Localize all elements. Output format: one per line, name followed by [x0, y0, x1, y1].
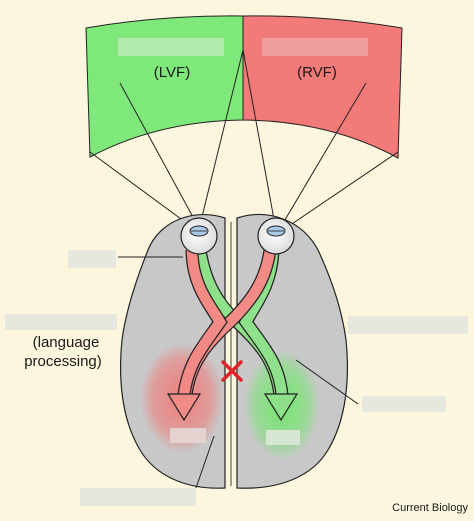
red-arrowhead — [166, 393, 202, 422]
sight-line — [89, 151, 197, 231]
right-field-label-mask — [262, 38, 368, 56]
language-processing-label-line2: processing) — [24, 353, 102, 370]
journal-credit: Current Biology — [392, 502, 468, 514]
pointer-line — [195, 435, 215, 489]
right-visual-field — [242, 15, 403, 159]
masked-label — [80, 488, 196, 506]
sight-line — [119, 82, 201, 231]
corpus-callosum-lesion-icon — [221, 360, 243, 382]
sight-line — [282, 151, 399, 231]
masked-label — [362, 396, 446, 412]
optic-pathways — [166, 248, 299, 422]
left-visual-field — [85, 15, 244, 158]
sight-line — [278, 82, 367, 231]
masked-label — [170, 428, 206, 443]
masked-label — [348, 316, 468, 334]
red-pathway-left-fill — [178, 249, 227, 396]
language-processing-label-line1: (language — [33, 334, 100, 351]
visual-field: (LVF) (RVF) — [85, 15, 403, 159]
masked-label — [68, 250, 116, 268]
sight-lines — [89, 49, 399, 231]
masked-labels — [5, 250, 468, 506]
brain — [120, 214, 348, 489]
lvf-label: (LVF) — [154, 64, 190, 81]
right-eye — [257, 217, 295, 255]
masked-label — [266, 430, 300, 445]
left-field-label-mask — [118, 38, 224, 56]
sight-line — [199, 49, 244, 226]
rvf-label: (RVF) — [297, 64, 337, 81]
sight-line — [242, 49, 276, 226]
left-eye — [180, 217, 218, 255]
pointer-lines — [118, 256, 359, 489]
pointer-line — [295, 359, 359, 405]
green-arrowhead — [263, 393, 299, 422]
masked-label — [5, 314, 117, 330]
